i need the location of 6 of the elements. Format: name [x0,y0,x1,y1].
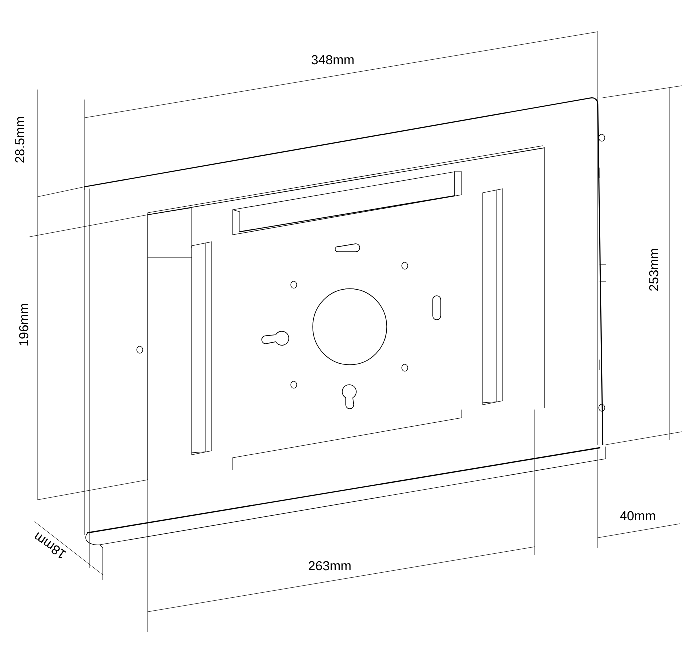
dimension-label: 40mm [620,511,656,521]
dimension-label: 253mm [649,249,659,292]
dimension-label: 196mm [19,304,29,346]
dimension-label: 263mm [309,561,351,571]
dimension-label: 28.5mm [15,117,25,163]
dimension-label: 348mm [312,55,354,65]
